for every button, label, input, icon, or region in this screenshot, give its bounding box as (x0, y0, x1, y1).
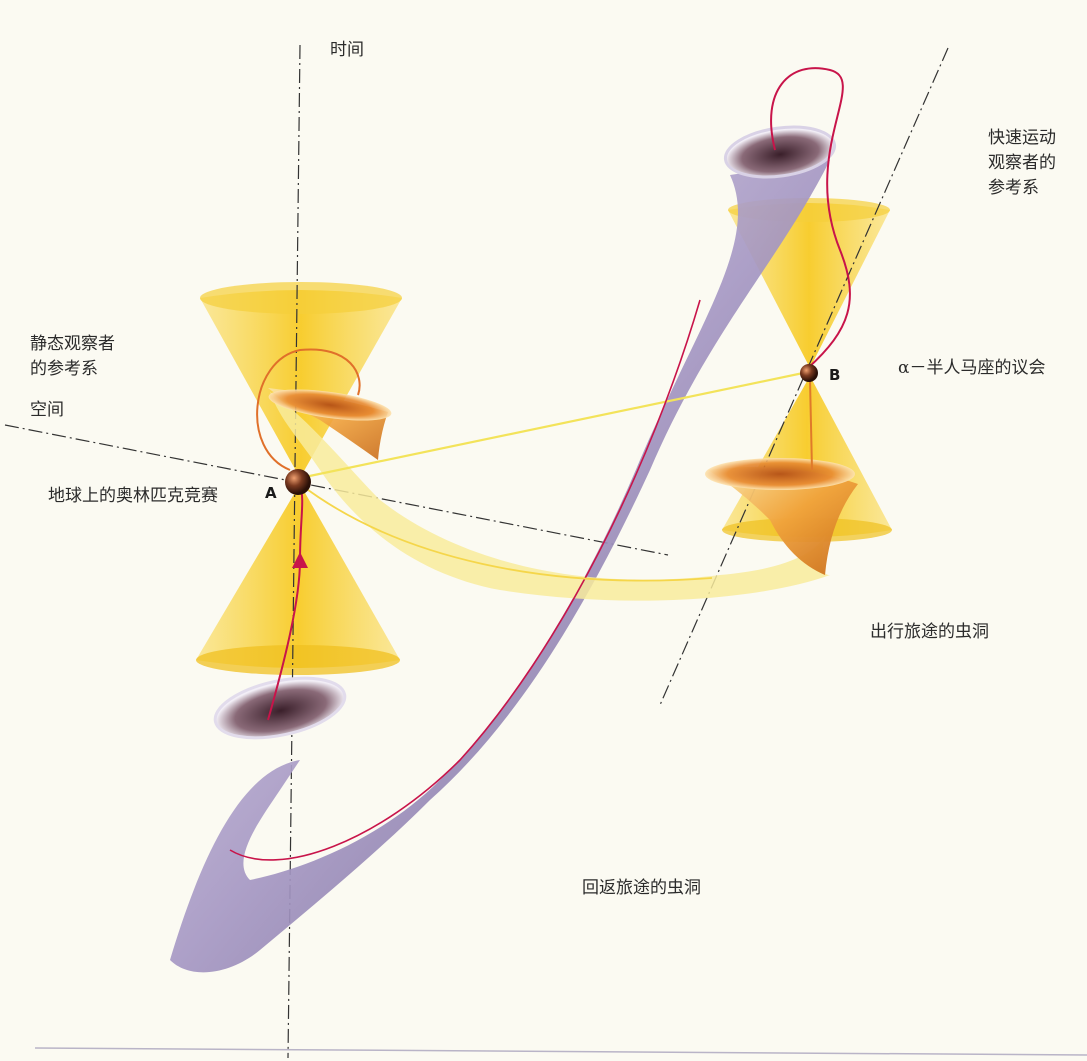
space-axis-label: 空间 (30, 400, 64, 420)
world-line-outbound (299, 483, 713, 582)
event-b-letter: B (829, 366, 841, 384)
world-line-a-lower (267, 483, 308, 721)
signal-line (299, 370, 809, 480)
event-b-description: α－半人马座的议会 (898, 358, 1046, 378)
light-cone-a-past (196, 484, 400, 668)
outbound-wormhole-mouth-a (268, 389, 392, 421)
return-wormhole (170, 125, 837, 973)
event-a-description: 地球上的奥林匹克竞赛 (48, 486, 218, 506)
event-a-letter: A (265, 484, 277, 502)
outbound-wormhole (268, 388, 858, 601)
time-axis-label: 时间 (330, 40, 364, 60)
return-wormhole-label: 回返旅途的虫洞 (582, 878, 701, 898)
outbound-wormhole-mouth-b (705, 458, 855, 490)
world-lines (229, 67, 851, 861)
world-line-b-lower (809, 379, 813, 471)
event-point-a (285, 469, 311, 495)
world-line-return (229, 299, 701, 861)
event-point-b (800, 364, 818, 382)
light-cone-a-future (200, 290, 402, 478)
light-cone-a (196, 282, 402, 675)
outbound-wormhole-label: 出行旅途的虫洞 (870, 622, 989, 642)
fast-observer-frame-label: 快速运动 观察者的 参考系 (988, 128, 1056, 198)
static-observer-frame-label: 静态观察者 的参考系 (30, 334, 115, 379)
baseline (34, 1047, 1087, 1056)
return-wormhole-mouth-a (213, 676, 347, 740)
world-line-a-loop (256, 348, 361, 471)
return-wormhole-mouth-b (723, 125, 837, 179)
world-line-b-upper (770, 67, 851, 369)
